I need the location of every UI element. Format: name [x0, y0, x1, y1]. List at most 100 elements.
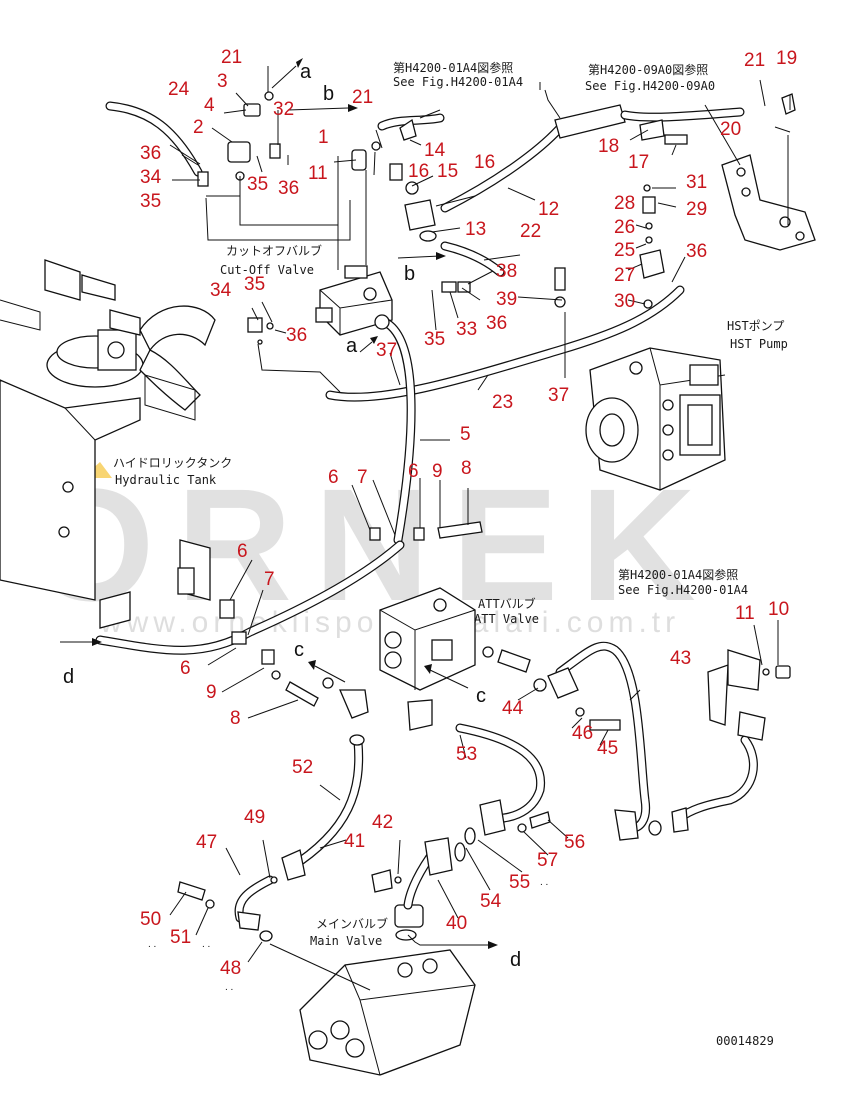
part-number-callout: 45	[597, 738, 618, 759]
label-ref3-jp: 第H4200-01A4図参照	[618, 567, 738, 582]
svg-text:. .: . .	[540, 877, 548, 888]
flow-letter-c: c	[476, 685, 486, 707]
part-number-callout: 47	[196, 832, 217, 853]
part-number-callout: 35	[244, 274, 265, 295]
part-number-callout: 12	[538, 199, 559, 220]
part-number-callout: 19	[776, 48, 797, 69]
part-number-callout: 33	[456, 319, 477, 340]
part-number-callout: 24	[168, 79, 190, 100]
part-number-callout: 44	[502, 698, 524, 719]
part-number-callout: 11	[308, 163, 328, 184]
part-number-callout: 8	[230, 708, 241, 729]
part-number-callout: 1	[318, 127, 329, 148]
flow-letter-d: d	[510, 949, 521, 971]
part-number-callout: 7	[357, 467, 368, 488]
svg-text:. .: . .	[202, 939, 210, 950]
part-number-callout: 38	[496, 261, 517, 282]
label-hst-jp: HSTポンプ	[727, 319, 784, 333]
label-tank-en: Hydraulic Tank	[115, 473, 217, 487]
part-number-callout: 26	[614, 217, 635, 238]
part-number-callout: 16	[474, 152, 495, 173]
part-number-callout: 42	[372, 812, 393, 833]
part-number-callout: 30	[614, 291, 635, 312]
label-main-jp: メインバルブ	[316, 916, 388, 931]
arrow-head-icon	[370, 336, 378, 344]
fittings	[177, 91, 791, 942]
part-number-callout: 54	[480, 891, 502, 912]
flow-letters: a b b a c c d d	[63, 61, 521, 971]
part-number-callout: 21	[221, 47, 242, 68]
part-number-callout: 16	[408, 161, 429, 182]
part-number-callout: 9	[432, 461, 443, 482]
part-number-callout: 9	[206, 682, 217, 703]
part-number-callout: 28	[614, 193, 635, 214]
flow-arrows	[60, 58, 741, 949]
part-number-callout: 18	[598, 136, 619, 157]
watermark-brand: ORNEK	[30, 455, 718, 634]
arrow-head-icon	[92, 638, 102, 646]
part-number-callout: 6	[180, 658, 191, 679]
label-cutoff-jp: カットオフバルブ	[226, 243, 322, 258]
flow-letter-c: c	[294, 639, 304, 661]
part-number-callout: 29	[686, 199, 707, 220]
part-number-callout: 10	[768, 599, 789, 620]
flow-letter-d: d	[63, 666, 74, 688]
part-number-callout: 51	[170, 927, 191, 948]
part-number-callout: 23	[492, 392, 513, 413]
part-number-callout: 27	[614, 265, 635, 286]
part-number-callout: 7	[264, 569, 275, 590]
part-number-callout: 13	[465, 219, 486, 240]
part-number-callout: 39	[496, 289, 517, 310]
part-number-callout: 53	[456, 744, 477, 765]
arrow-head-icon	[424, 664, 432, 674]
bracket	[721, 93, 816, 251]
part-number-callout: 36	[486, 313, 507, 334]
label-ref3-en: See Fig.H4200-01A4	[618, 583, 748, 597]
part-number-callout: 25	[614, 240, 635, 261]
part-number-callout: 6	[408, 461, 419, 482]
label-att-en: ATT Valve	[474, 612, 539, 626]
part-number-callout: 5	[460, 424, 471, 445]
label-ref2-jp: 第H4200-09A0図参照	[588, 62, 708, 77]
part-number-callout: 32	[273, 99, 294, 120]
flow-letter-b: b	[323, 83, 334, 105]
hst-pump	[585, 347, 726, 491]
part-number-callout: 36	[686, 241, 707, 262]
label-att-jp: ATTバルブ	[478, 596, 536, 611]
part-number-callout: 4	[204, 95, 215, 116]
part-number-callout: 21	[744, 50, 765, 71]
label-ref1-jp: 第H4200-01A4図参照	[393, 60, 513, 75]
part-number-callout: 55	[509, 872, 530, 893]
part-number-callout: 57	[537, 850, 558, 871]
arrow-head-icon	[436, 252, 446, 260]
svg-text:. .: . .	[148, 939, 156, 950]
part-number-callout: 50	[140, 909, 161, 930]
part-number-callout: 36	[278, 178, 299, 199]
part-number-callout: 36	[286, 325, 307, 346]
part-number-callout: 49	[244, 807, 265, 828]
part-number-callout: 34	[140, 167, 162, 188]
flow-letter-a: a	[346, 335, 358, 357]
part-number-callout: 8	[461, 458, 472, 479]
cut-off-valve	[315, 265, 393, 336]
part-number-callout: 48	[220, 958, 241, 979]
part-number-callout: 40	[446, 913, 467, 934]
flow-letter-a: a	[300, 61, 312, 83]
part-number-callout: 35	[424, 329, 445, 350]
part-number-callout: 21	[352, 87, 373, 108]
part-number-callout: 41	[344, 831, 365, 852]
component-labels: カットオフバルブ Cut-Off Valve HSTポンプ HST Pump ハ…	[113, 60, 788, 1048]
part-number-callout: 20	[720, 119, 741, 140]
att-valve	[379, 587, 476, 691]
part-number-callout: 3	[217, 71, 228, 92]
part-number-callout: 6	[328, 467, 339, 488]
part-number-callout: 6	[237, 541, 248, 562]
flow-letter-b: b	[404, 263, 415, 285]
arrow-head-icon	[308, 660, 316, 670]
main-valve	[299, 904, 476, 1076]
part-number-callout: 46	[572, 723, 593, 744]
arrow-head-icon	[296, 58, 303, 68]
part-number-callout: 37	[376, 340, 397, 361]
